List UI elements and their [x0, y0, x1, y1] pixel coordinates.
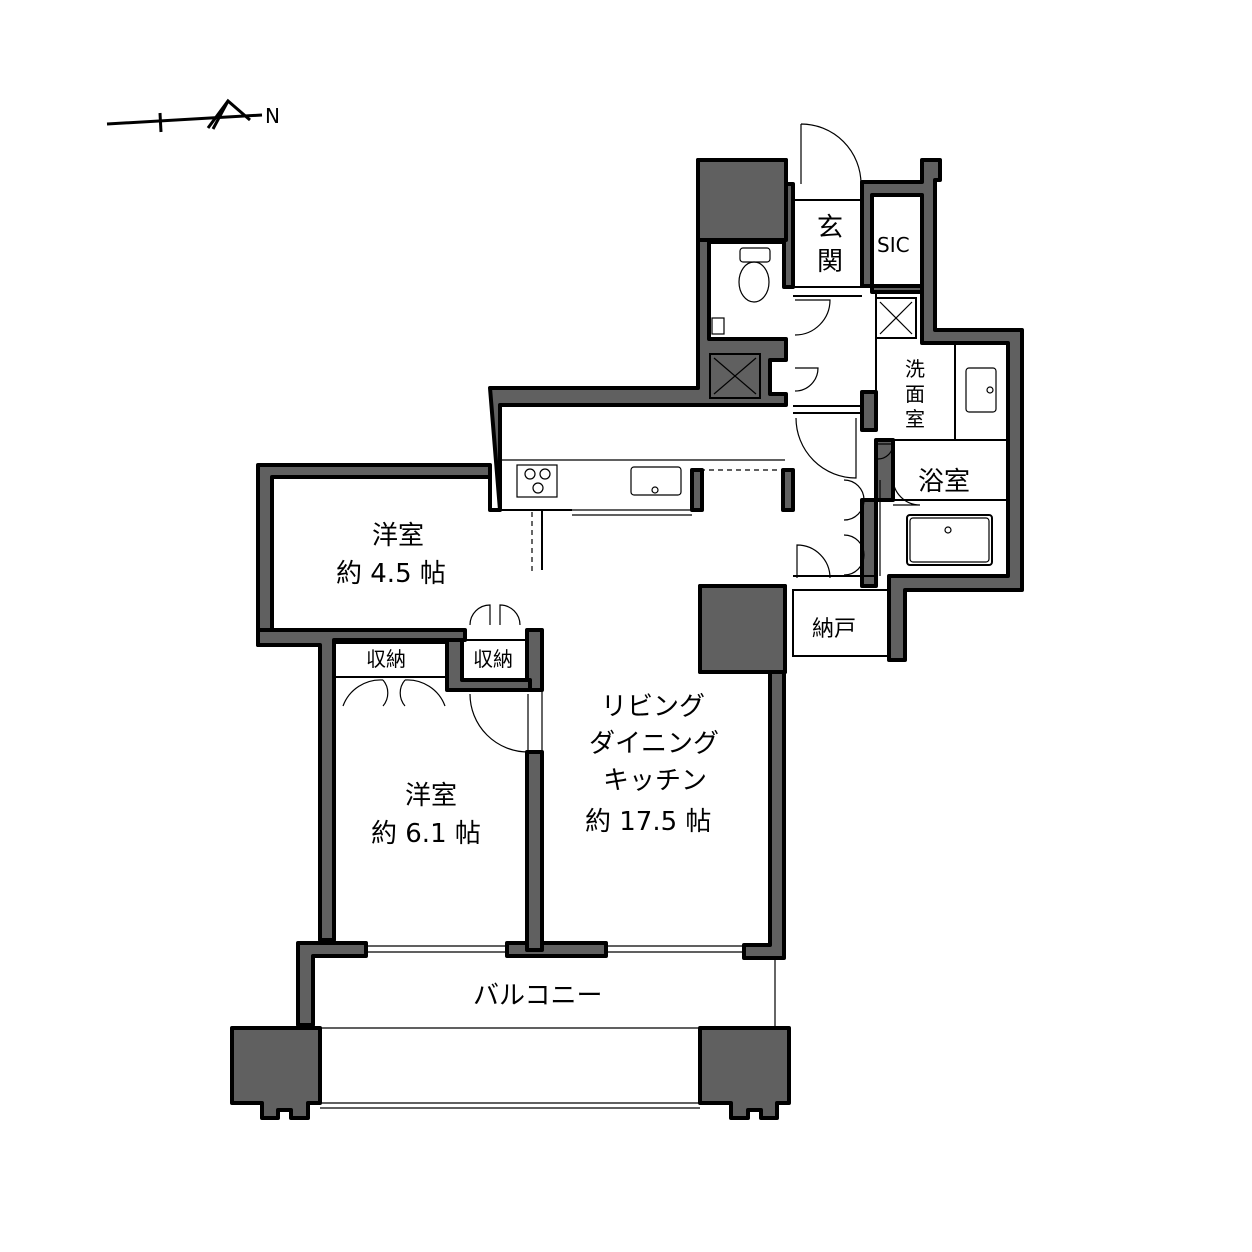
- ldk-label-3: キッチン: [603, 766, 707, 796]
- entrance-label-1: 玄: [817, 213, 843, 243]
- ldk-label-2: ダイニング: [589, 729, 719, 759]
- room-labels: 玄 関 SIC 洗 面 室 浴室 納戸 洋室 約 4.5 帖 収納 収納 洋室 …: [336, 213, 970, 1011]
- sink-vanity-icon: [965, 367, 997, 413]
- north-label: N: [265, 104, 280, 128]
- sic-label: SIC: [877, 233, 910, 257]
- exterior-walls: [230, 158, 1024, 1120]
- bedroom-small-name: 洋室: [372, 521, 424, 551]
- interior-lines: [333, 194, 1008, 958]
- door-swings: [342, 123, 921, 753]
- washer-pan-icon: [875, 297, 917, 339]
- closet-left-label: 収納: [366, 647, 406, 671]
- entrance-label-2: 関: [817, 247, 843, 277]
- bathroom-label: 浴室: [918, 467, 970, 497]
- washroom-label-2: 面: [905, 382, 925, 406]
- bathtub-icon: [906, 514, 993, 566]
- north-arrow-icon: N: [106, 98, 280, 133]
- toilet-icon: [711, 247, 771, 335]
- shower-pan-icon: [709, 353, 761, 399]
- bedroom-large-name: 洋室: [405, 781, 457, 811]
- ldk-size: 約 17.5 帖: [585, 807, 711, 837]
- windows: [320, 509, 776, 1109]
- balcony-label: バルコニー: [473, 981, 602, 1011]
- kitchen-sink-icon: [630, 466, 682, 496]
- bedroom-large-size: 約 6.1 帖: [371, 819, 481, 849]
- closet-right-label: 収納: [473, 647, 513, 671]
- bedroom-small-size: 約 4.5 帖: [336, 559, 446, 589]
- storeroom-label: 納戸: [812, 617, 856, 642]
- washroom-label-1: 洗: [905, 357, 925, 381]
- washroom-label-3: 室: [905, 407, 925, 431]
- stove-icon: [516, 464, 558, 498]
- fixtures: [320, 247, 997, 1109]
- ldk-label-1: リビング: [601, 692, 705, 722]
